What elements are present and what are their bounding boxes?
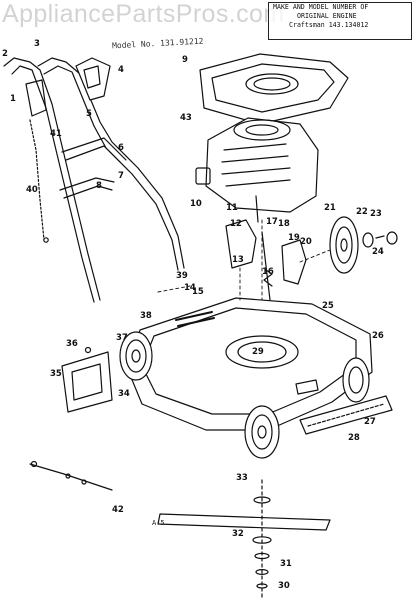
- leader-lines: [157, 219, 331, 301]
- callout-33: 33: [236, 473, 248, 483]
- callout-37: 37: [116, 333, 128, 343]
- callout-31: 31: [280, 559, 292, 569]
- callout-25: 25: [322, 301, 334, 311]
- callout-1: 1: [10, 94, 16, 104]
- discharge-chute-cover: [61, 346, 113, 413]
- callout-21: 21: [324, 203, 336, 213]
- control-cable: [29, 460, 113, 491]
- callout-8: 8: [96, 181, 102, 191]
- callout-29: 29: [252, 347, 264, 357]
- callout-12: 12: [230, 219, 242, 229]
- control-bracket: [75, 57, 111, 101]
- callout-40: 40: [26, 185, 38, 195]
- engine: [195, 117, 319, 223]
- callout-26: 26: [372, 331, 384, 341]
- callout-11: 11: [226, 203, 238, 213]
- callout-27: 27: [364, 417, 376, 427]
- callout-15: 15: [192, 287, 204, 297]
- callout-10: 10: [190, 199, 202, 209]
- callout-18: 18: [278, 219, 290, 229]
- callout-43: 43: [180, 113, 192, 123]
- callout-23: 23: [370, 209, 382, 219]
- callout-22: 22: [356, 207, 368, 217]
- engine-shroud: [199, 53, 349, 125]
- callout-16: 16: [262, 267, 274, 277]
- callout-36: 36: [66, 339, 78, 349]
- callout-14: 14: [184, 283, 196, 293]
- callout-5: 5: [86, 109, 92, 119]
- callout-4: 4: [118, 65, 124, 75]
- front-right-wheel: [244, 405, 280, 459]
- mower-deck: [127, 297, 373, 431]
- callout-34: 34: [118, 389, 130, 399]
- callout-17: 17: [266, 217, 278, 227]
- callout-41: 41: [50, 129, 62, 139]
- engine-info-line-1: MAKE AND MODEL NUMBER OF: [273, 3, 369, 11]
- callout-9: 9: [182, 55, 188, 65]
- callout-32: 32: [232, 529, 244, 539]
- engine-info-box: MAKE AND MODEL NUMBER OF ORIGINAL ENGINE…: [268, 2, 412, 40]
- blade-assembly: [157, 479, 331, 600]
- callout-6: 6: [118, 143, 124, 153]
- callout-2: 2: [2, 49, 8, 59]
- rear-right-wheel: [329, 216, 398, 274]
- engine-info-line-3: Craftsman 143.134012: [289, 21, 369, 29]
- callout-39: 39: [176, 271, 188, 281]
- handle-assembly: [3, 57, 185, 303]
- figure-id-label: A-5: [152, 519, 165, 527]
- throttle-control: [25, 79, 47, 117]
- axle-bracket: [225, 219, 307, 301]
- callout-3: 3: [34, 39, 40, 49]
- rear-deflector: [299, 395, 393, 435]
- callout-35: 35: [50, 369, 62, 379]
- callout-7: 7: [118, 171, 124, 181]
- callout-38: 38: [140, 311, 152, 321]
- callout-19: 19: [288, 233, 300, 243]
- rear-right-deck-wheel: [342, 357, 370, 403]
- engine-info-line-2: ORIGINAL ENGINE: [297, 12, 357, 20]
- callout-24: 24: [372, 247, 384, 257]
- callout-28: 28: [348, 433, 360, 443]
- callout-13: 13: [232, 255, 244, 265]
- callout-20: 20: [300, 237, 312, 247]
- front-left-wheel: [119, 331, 153, 381]
- callout-30: 30: [278, 581, 290, 591]
- callout-42: 42: [112, 505, 124, 515]
